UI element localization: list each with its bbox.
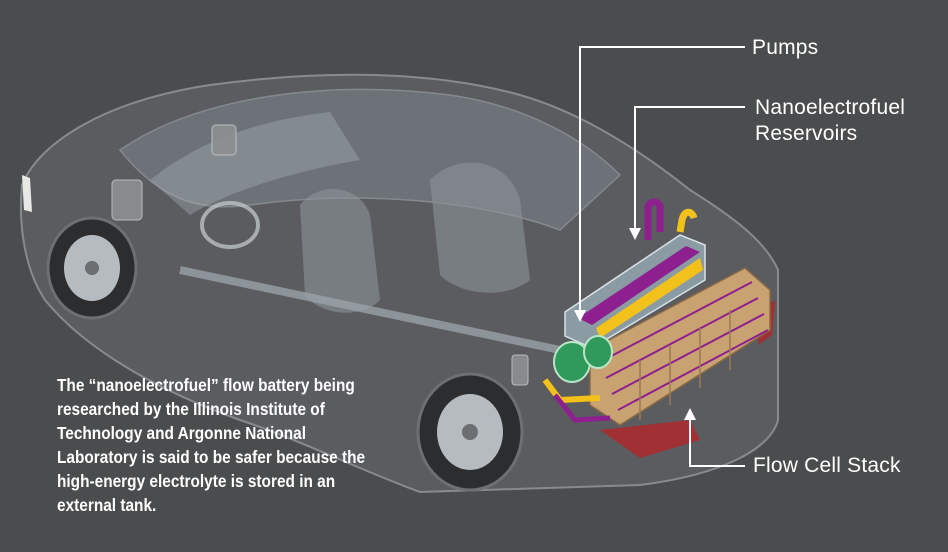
steering-wheel <box>200 201 261 249</box>
front-wheel <box>46 216 138 320</box>
stack-leader-line <box>689 412 745 467</box>
rear-seat <box>430 162 530 293</box>
tail-light <box>600 420 700 458</box>
pumps-arrow-icon <box>574 310 586 322</box>
pumps-leader-line <box>579 46 745 318</box>
callout-pumps: Pumps <box>752 36 819 59</box>
stack-arrow-icon <box>684 408 696 420</box>
front-seat <box>300 188 380 313</box>
reservoirs-arrow-icon <box>629 228 641 240</box>
flow-cell-stack <box>589 267 771 426</box>
callout-flow-cell-stack: Flow Cell Stack <box>753 454 901 477</box>
reservoir-tank <box>564 198 706 349</box>
front-suspension <box>111 124 529 386</box>
drive-shaft <box>179 266 561 354</box>
reservoirs-leader-line <box>634 106 745 236</box>
pump-assembly <box>542 335 613 423</box>
caption-text: The “nanoelectrofuel” flow battery being… <box>57 375 366 515</box>
rear-wheel <box>416 372 524 492</box>
windshield <box>150 112 360 215</box>
callout-reservoirs: Nanoelectrofuel Reservoirs <box>755 96 906 145</box>
headlight <box>22 175 32 212</box>
